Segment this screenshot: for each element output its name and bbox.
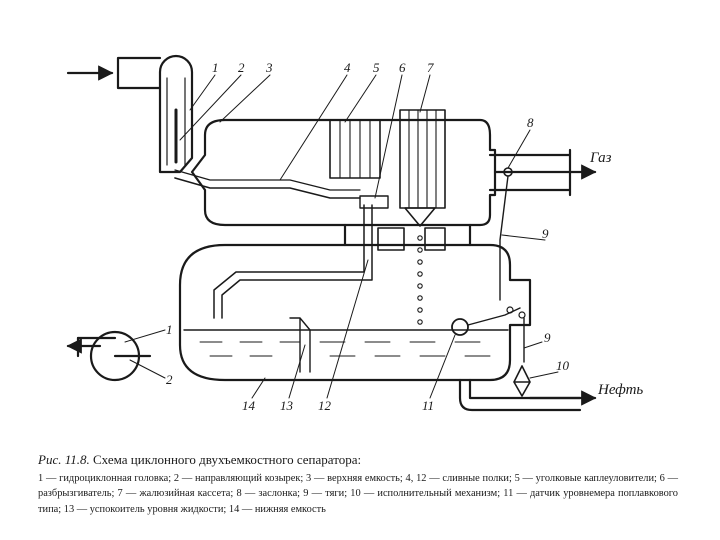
control-rod bbox=[499, 175, 509, 301]
label-3: 3 bbox=[265, 60, 273, 75]
caption-title: Рис. 11.8. Схема циклонного двухъемкостн… bbox=[38, 452, 678, 468]
label-2: 2 bbox=[238, 60, 245, 75]
label-12: 12 bbox=[318, 398, 332, 413]
figure-number: Рис. 11.8. bbox=[38, 452, 90, 467]
inlet-pipe bbox=[116, 56, 162, 90]
label-7: 7 bbox=[427, 60, 434, 75]
separator-diagram: 1 2 3 4 5 6 7 8 9 9 10 11 12 13 14 1 2 Г… bbox=[66, 54, 643, 413]
drain-shelf-12 bbox=[213, 204, 373, 319]
label-8: 8 bbox=[527, 115, 534, 130]
label-detail-1: 1 bbox=[166, 322, 173, 337]
lower-vessel bbox=[178, 243, 532, 382]
oil-outlet-pipe bbox=[458, 378, 582, 412]
actuator bbox=[513, 365, 531, 397]
hydrocyclone-head bbox=[158, 54, 194, 174]
figure-caption: Рис. 11.8. Схема циклонного двухъемкостн… bbox=[38, 452, 678, 517]
sprayer bbox=[404, 207, 436, 227]
label-10: 10 bbox=[556, 358, 570, 373]
caption-legend: 1 — гидроциклонная головка; 2 — направля… bbox=[38, 472, 678, 515]
label-1: 1 bbox=[212, 60, 219, 75]
label-14: 14 bbox=[242, 398, 256, 413]
label-5: 5 bbox=[373, 60, 380, 75]
gas-label: Газ bbox=[589, 150, 612, 166]
label-9: 9 bbox=[542, 226, 549, 241]
droplet-catcher bbox=[329, 119, 381, 179]
label-9b: 9 bbox=[544, 330, 551, 345]
drain-shelf-4 bbox=[174, 177, 361, 199]
upper-vessel bbox=[190, 118, 497, 227]
level-damper bbox=[289, 317, 311, 373]
label-detail-2: 2 bbox=[166, 372, 173, 387]
vessel-neck bbox=[343, 223, 472, 247]
float-sensor bbox=[451, 318, 469, 336]
label-6: 6 bbox=[399, 60, 406, 75]
label-4: 4 bbox=[344, 60, 351, 75]
label-11: 11 bbox=[422, 398, 434, 413]
oil-label: Нефть bbox=[597, 382, 643, 398]
caption-heading: Схема циклонного двухъемкостного сепарат… bbox=[93, 452, 362, 467]
label-13: 13 bbox=[280, 398, 294, 413]
louver-cassette bbox=[399, 109, 446, 209]
